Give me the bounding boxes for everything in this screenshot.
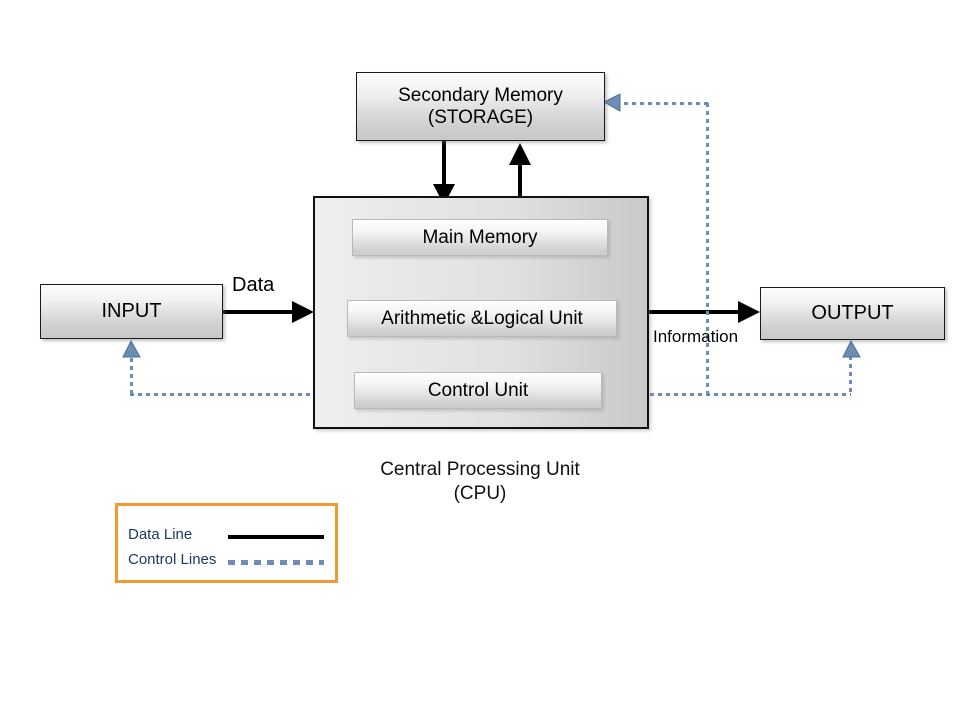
output-label: OUTPUT xyxy=(811,302,894,324)
legend-label-data-line: Data Line xyxy=(128,526,193,543)
edge-label-information: Information xyxy=(653,327,739,346)
node-control-unit[interactable]: Control Unit xyxy=(354,372,602,409)
main-memory-label: Main Memory xyxy=(422,226,538,248)
secondary-memory-label-line2: (STORAGE) xyxy=(427,106,534,128)
data-line-input-to-cpu xyxy=(223,310,296,314)
control-line-to-input-riser xyxy=(130,350,133,394)
control-line-to-storage-top xyxy=(616,102,708,105)
legend-swatch-control-lines xyxy=(228,560,324,565)
data-line-cpu-to-storage xyxy=(518,152,522,196)
node-input[interactable]: INPUT xyxy=(40,284,223,339)
control-line-to-output-riser xyxy=(849,348,852,394)
control-line-to-storage-riser xyxy=(706,103,709,394)
alu-label: Arithmetic &Logical Unit xyxy=(381,307,583,329)
control-line-output-branch xyxy=(706,393,851,396)
legend-box: Data Line Control Lines xyxy=(115,503,338,583)
legend-label-control-lines: Control Lines xyxy=(128,551,217,568)
node-main-memory[interactable]: Main Memory xyxy=(352,219,608,256)
legend-swatch-data-line xyxy=(228,535,324,539)
node-output[interactable]: OUTPUT xyxy=(760,287,945,340)
cpu-caption-line1: Central Processing Unit xyxy=(380,459,580,480)
data-line-cpu-to-output xyxy=(649,310,742,314)
cpu-caption: Central Processing Unit (CPU) xyxy=(330,458,630,506)
secondary-memory-label-line1: Secondary Memory xyxy=(398,84,563,106)
input-label: INPUT xyxy=(101,300,162,322)
control-unit-label: Control Unit xyxy=(427,379,529,401)
edge-label-data: Data xyxy=(232,274,275,296)
node-secondary-memory[interactable]: Secondary Memory (STORAGE) xyxy=(356,72,605,141)
node-alu[interactable]: Arithmetic &Logical Unit xyxy=(347,300,617,337)
data-line-storage-to-cpu xyxy=(442,141,446,194)
cpu-caption-line2: (CPU) xyxy=(453,482,507,504)
